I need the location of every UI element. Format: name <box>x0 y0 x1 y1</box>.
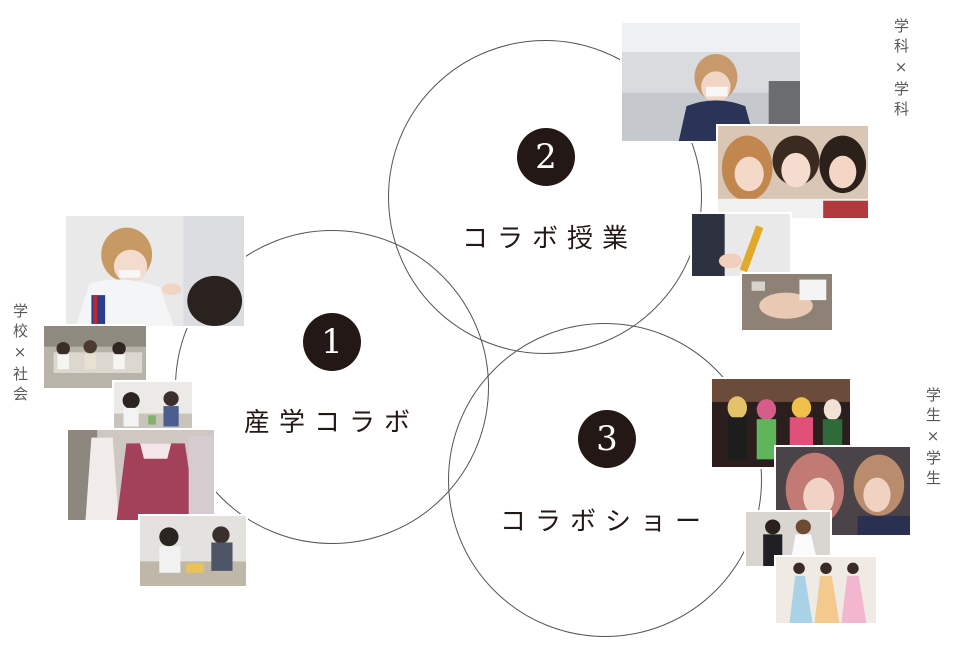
number-badge-2: 2 <box>517 128 575 186</box>
side-label-dept-dept: 学科×学科 <box>892 18 910 121</box>
circle-collab-show <box>448 323 762 637</box>
photo-three-models <box>716 124 870 220</box>
photo-gown-models <box>774 555 878 625</box>
number-badge-1: 1 <box>303 313 361 371</box>
side-label-student-student: 学生×学生 <box>924 387 942 490</box>
photo-cosmetics-counter <box>112 380 194 434</box>
photo-beauty-service <box>138 514 248 588</box>
number-badge-3: 3 <box>578 410 636 468</box>
label-industry-collab: 産学コラボ <box>244 408 420 438</box>
photo-hand-treatment <box>740 272 834 332</box>
photo-nail-workshop <box>42 324 148 390</box>
label-collab-class: コラボ授業 <box>462 224 638 254</box>
side-label-school-society: 学校×社会 <box>11 303 29 406</box>
photo-hair-models <box>774 445 912 537</box>
photo-nail-closeup <box>690 212 792 278</box>
photo-apparel-collab <box>66 428 216 522</box>
photo-lab-class <box>620 21 802 143</box>
photo-hair-styling-class <box>64 214 246 328</box>
label-collab-show: コラボショー <box>500 507 711 537</box>
